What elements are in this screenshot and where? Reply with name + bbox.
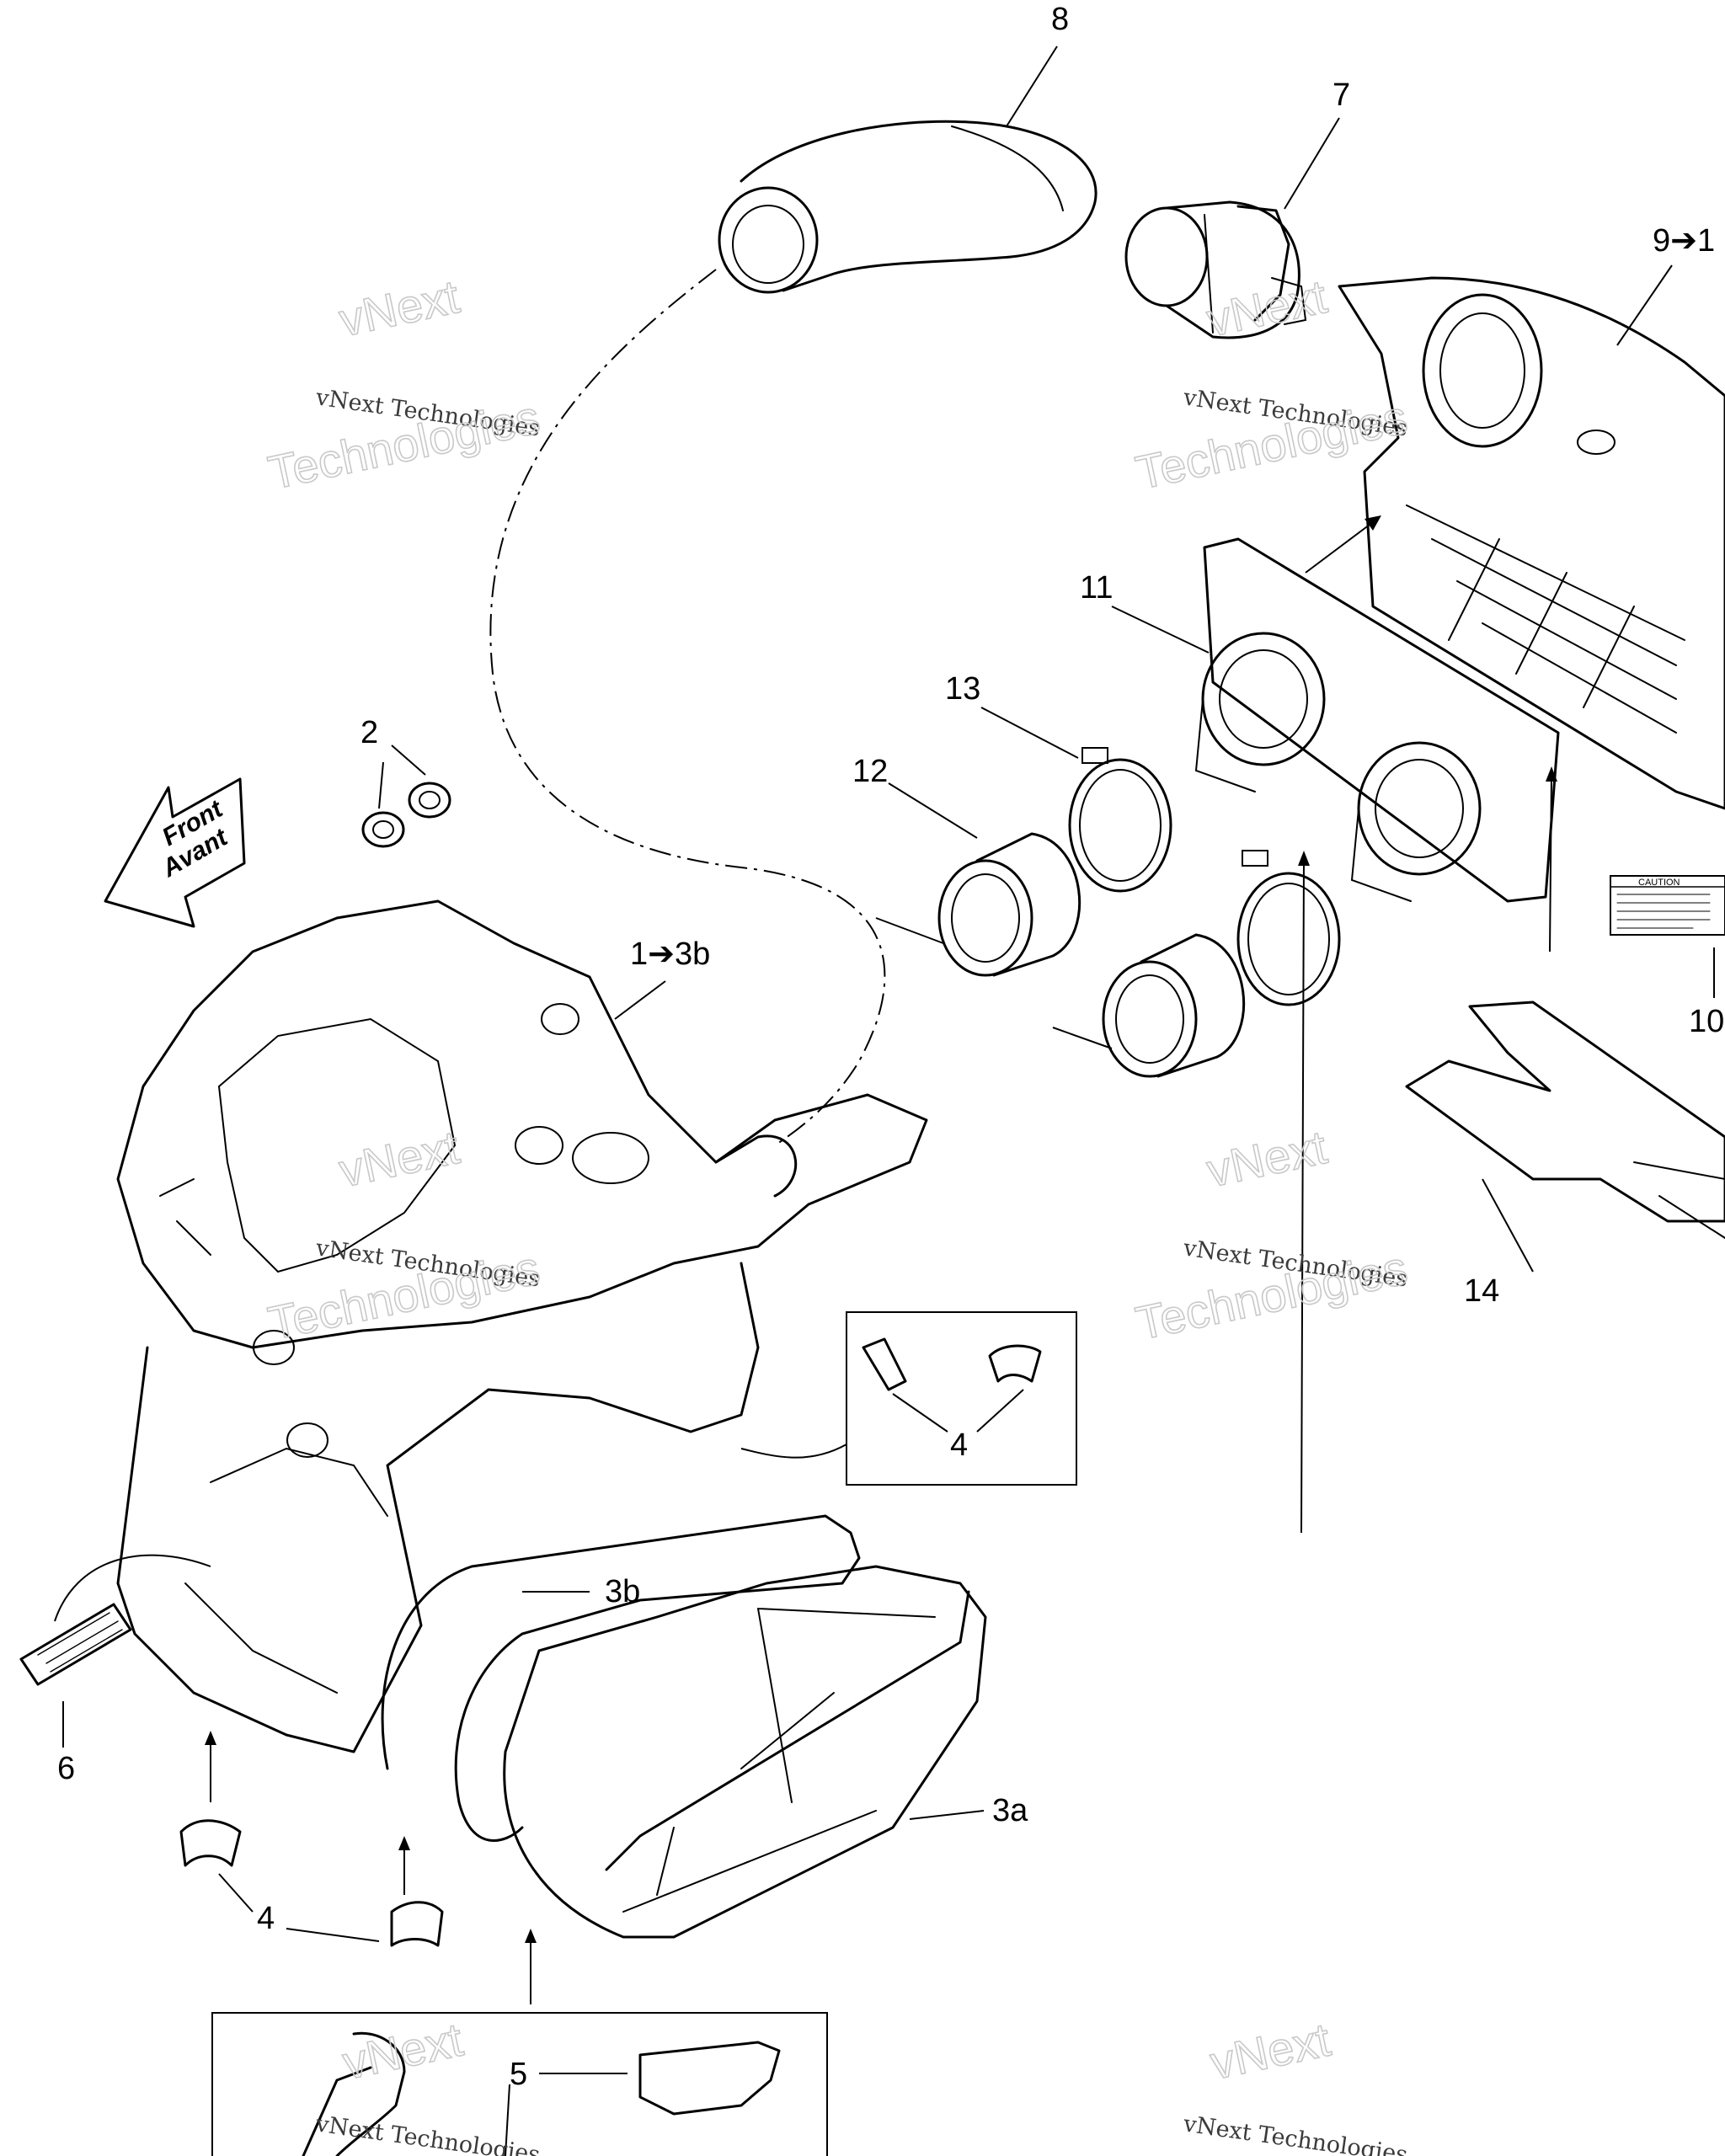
callout-4-detail: 4 — [950, 1428, 968, 1463]
svg-text:vNext: vNext — [334, 1120, 464, 1197]
svg-text:vNext: vNext — [1202, 270, 1332, 346]
svg-text:vNext: vNext — [1202, 1120, 1332, 1197]
callout-2: 2 — [360, 715, 378, 750]
part-4-clips-lower — [179, 1731, 537, 2004]
part-4-clips-detail — [740, 1311, 1077, 1486]
callout-11: 11 — [1080, 570, 1113, 606]
part-3a-filter-box — [503, 1565, 987, 1939]
callout-leaders — [62, 45, 1715, 1820]
callout-9: 9➔1 — [1653, 223, 1715, 259]
watermark-bottom-right: vNext vNext Technologies — [1181, 2012, 1409, 2156]
part-7-adapter — [1124, 200, 1307, 339]
callout-8: 8 — [1051, 2, 1069, 37]
part-14-foam — [1405, 1001, 1725, 1239]
callout-14: 14 — [1464, 1273, 1499, 1309]
part-5-brackets-detail — [211, 2012, 828, 2156]
callout-7: 7 — [1332, 77, 1350, 113]
part-8-hose — [718, 120, 1097, 294]
callout-3a: 3a — [992, 1793, 1028, 1828]
part-1-airbox-housing — [116, 899, 928, 1753]
callout-1: 1➔3b — [630, 937, 710, 972]
watermark-middle-right: vNext vNext Technologies Technologies — [1130, 1119, 1412, 1351]
svg-text:vNext Technologies: vNext Technologies — [1181, 2111, 1409, 2156]
part-3b-gasket — [381, 1514, 861, 1842]
caution-label-title: CAUTION — [1638, 878, 1680, 888]
callout-10: 10 — [1689, 1004, 1724, 1039]
hose-routing-line — [489, 269, 886, 1146]
part-10-caution-label: CAUTION — [1610, 875, 1725, 936]
part-12-sleeves — [875, 832, 1246, 1078]
svg-text:vNext: vNext — [1205, 2013, 1335, 2089]
callout-5: 5 — [510, 2057, 527, 2092]
callout-4-lower: 4 — [257, 1901, 275, 1936]
callout-6: 6 — [57, 1751, 75, 1786]
callout-3b: 3b — [605, 1574, 640, 1609]
watermark-top-left: vNext vNext Technologies Technologies — [263, 269, 544, 500]
callout-labels: 8 7 9➔1 11 13 12 2 1➔3b 10 14 4 3b 3a 6 … — [57, 2, 1724, 2092]
part-2-grommets — [361, 782, 451, 848]
svg-text:vNext: vNext — [338, 2013, 467, 2089]
svg-text:vNext: vNext — [334, 270, 464, 346]
part-13-clamps — [1068, 747, 1341, 1006]
part-9-airbox-lid — [1338, 276, 1725, 810]
part-11-intake-plate — [1194, 537, 1560, 903]
callout-13: 13 — [945, 671, 980, 707]
part-6-decal — [19, 1554, 211, 1686]
callout-12: 12 — [852, 754, 888, 789]
front-direction-arrow: Front Avant — [104, 777, 246, 928]
